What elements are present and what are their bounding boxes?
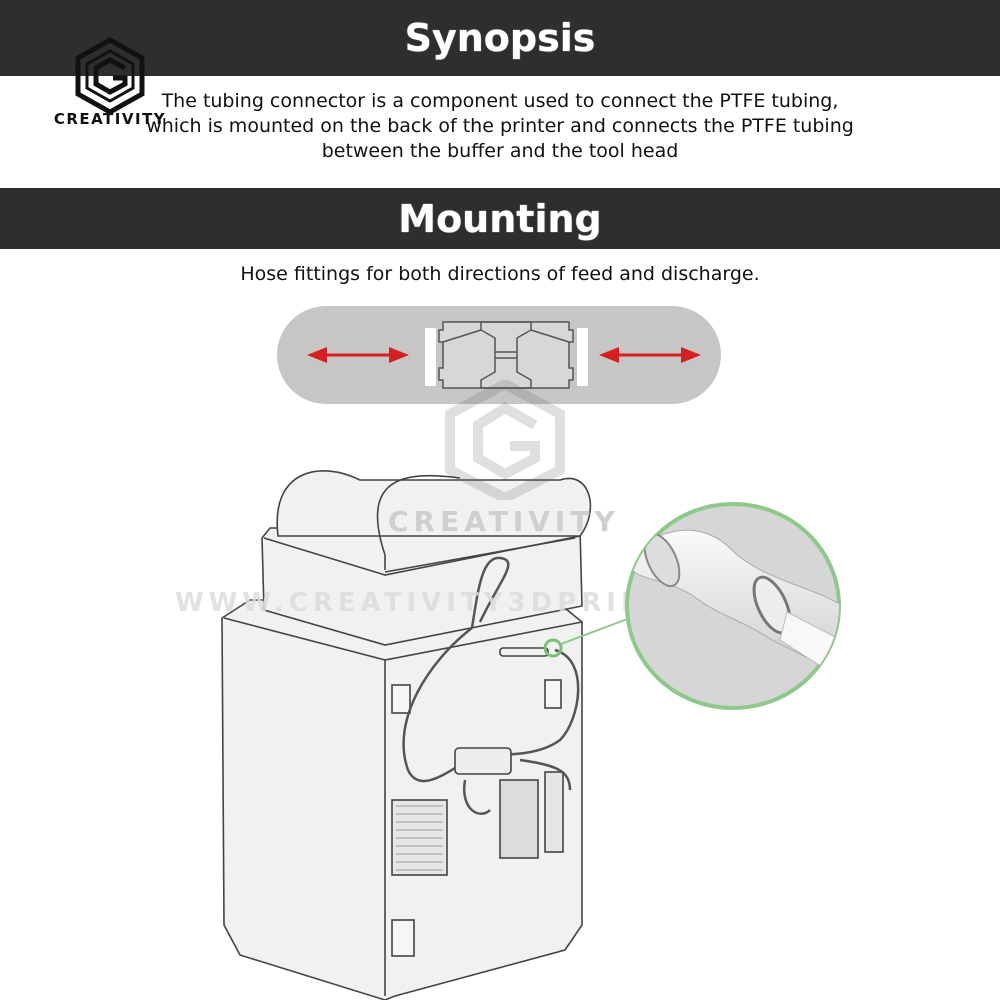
synopsis-line-1: The tubing connector is a component used…	[161, 90, 839, 112]
synopsis-title: Synopsis	[404, 16, 596, 60]
buffer-box	[454, 747, 512, 775]
connector-zoom-view	[625, 502, 841, 710]
mounting-title: Mounting	[398, 196, 602, 241]
printer-illustration	[221, 470, 631, 1000]
synopsis-line-3: between the buffer and the tool head	[321, 140, 679, 162]
synopsis-banner: Synopsis	[0, 0, 1000, 76]
watermark-logo-icon	[445, 380, 565, 500]
highlight-marker	[543, 638, 563, 658]
synopsis-description: The tubing connector is a component used…	[0, 89, 1000, 164]
left-arrow-icon	[307, 347, 409, 363]
connector-icon	[425, 321, 588, 389]
logo-icon	[75, 37, 145, 115]
watermark-brand: CREATIVITY	[388, 505, 620, 538]
right-arrow-icon	[599, 347, 701, 363]
creativity-logo: CREATIVITY	[45, 37, 175, 130]
printer-lid	[276, 470, 592, 537]
vent-right	[499, 779, 539, 859]
connector-photo-icon	[631, 529, 839, 671]
synopsis-line-2: which is mounted on the back of the prin…	[146, 115, 854, 137]
connector-diagram	[277, 306, 721, 404]
mounting-description: Hose fittings for both directions of fee…	[240, 263, 760, 285]
mounting-banner: Mounting	[0, 188, 1000, 249]
ptfe-tube	[470, 556, 510, 629]
logo-text: CREATIVITY	[53, 110, 167, 128]
